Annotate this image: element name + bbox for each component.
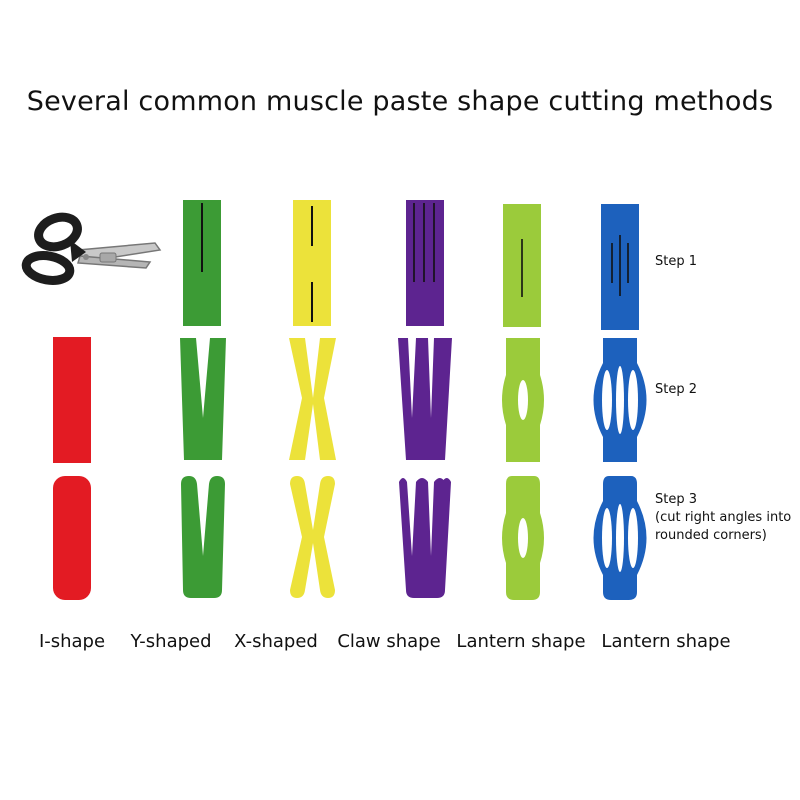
i-tape-step2: [53, 337, 91, 463]
step-2-label: Step 2: [655, 382, 698, 397]
y-tape-step3: [181, 476, 225, 598]
shape-label-claw: Claw shape: [337, 631, 441, 652]
lantern-blue-tape-step2: [593, 338, 647, 462]
shape-label-lantern-blue: Lantern shape: [601, 631, 731, 652]
i-tape-step3: [53, 476, 91, 600]
shape-label-x: X-shaped: [234, 631, 318, 652]
lantern-blue-tape-step3: [593, 476, 647, 600]
claw-tape-step2: [398, 338, 452, 460]
step-3-label-group: Step 3 (cut right angles into rounded co…: [655, 491, 791, 545]
x-tape-step3: [290, 476, 335, 598]
lantern-green-tape-step2: [502, 338, 544, 462]
claw-tape-step3: [399, 478, 451, 598]
step-3-note-line-2: rounded corners): [655, 528, 767, 543]
lantern-green-tape-step3: [502, 476, 544, 600]
lantern-green-tape-step1: [503, 204, 541, 327]
y-tape-step1: [183, 200, 221, 326]
shape-label-i: I-shape: [38, 631, 106, 652]
x-tape-step1: [293, 200, 331, 326]
x-tape-step2: [289, 338, 336, 460]
y-tape-step2: [180, 338, 226, 460]
step-1-label: Step 1: [655, 254, 698, 269]
step-3-note-line-1: (cut right angles into: [655, 510, 792, 525]
claw-tape-step1: [406, 200, 444, 326]
shape-label-y: Y-shaped: [130, 631, 212, 652]
shape-label-lantern-green: Lantern shape: [456, 631, 586, 652]
scissors-icon: [21, 212, 162, 285]
lantern-blue-tape-step1: [601, 204, 639, 330]
page-title: Several common muscle paste shape cuttin…: [26, 86, 774, 117]
step-3-label: Step 3: [655, 492, 698, 507]
